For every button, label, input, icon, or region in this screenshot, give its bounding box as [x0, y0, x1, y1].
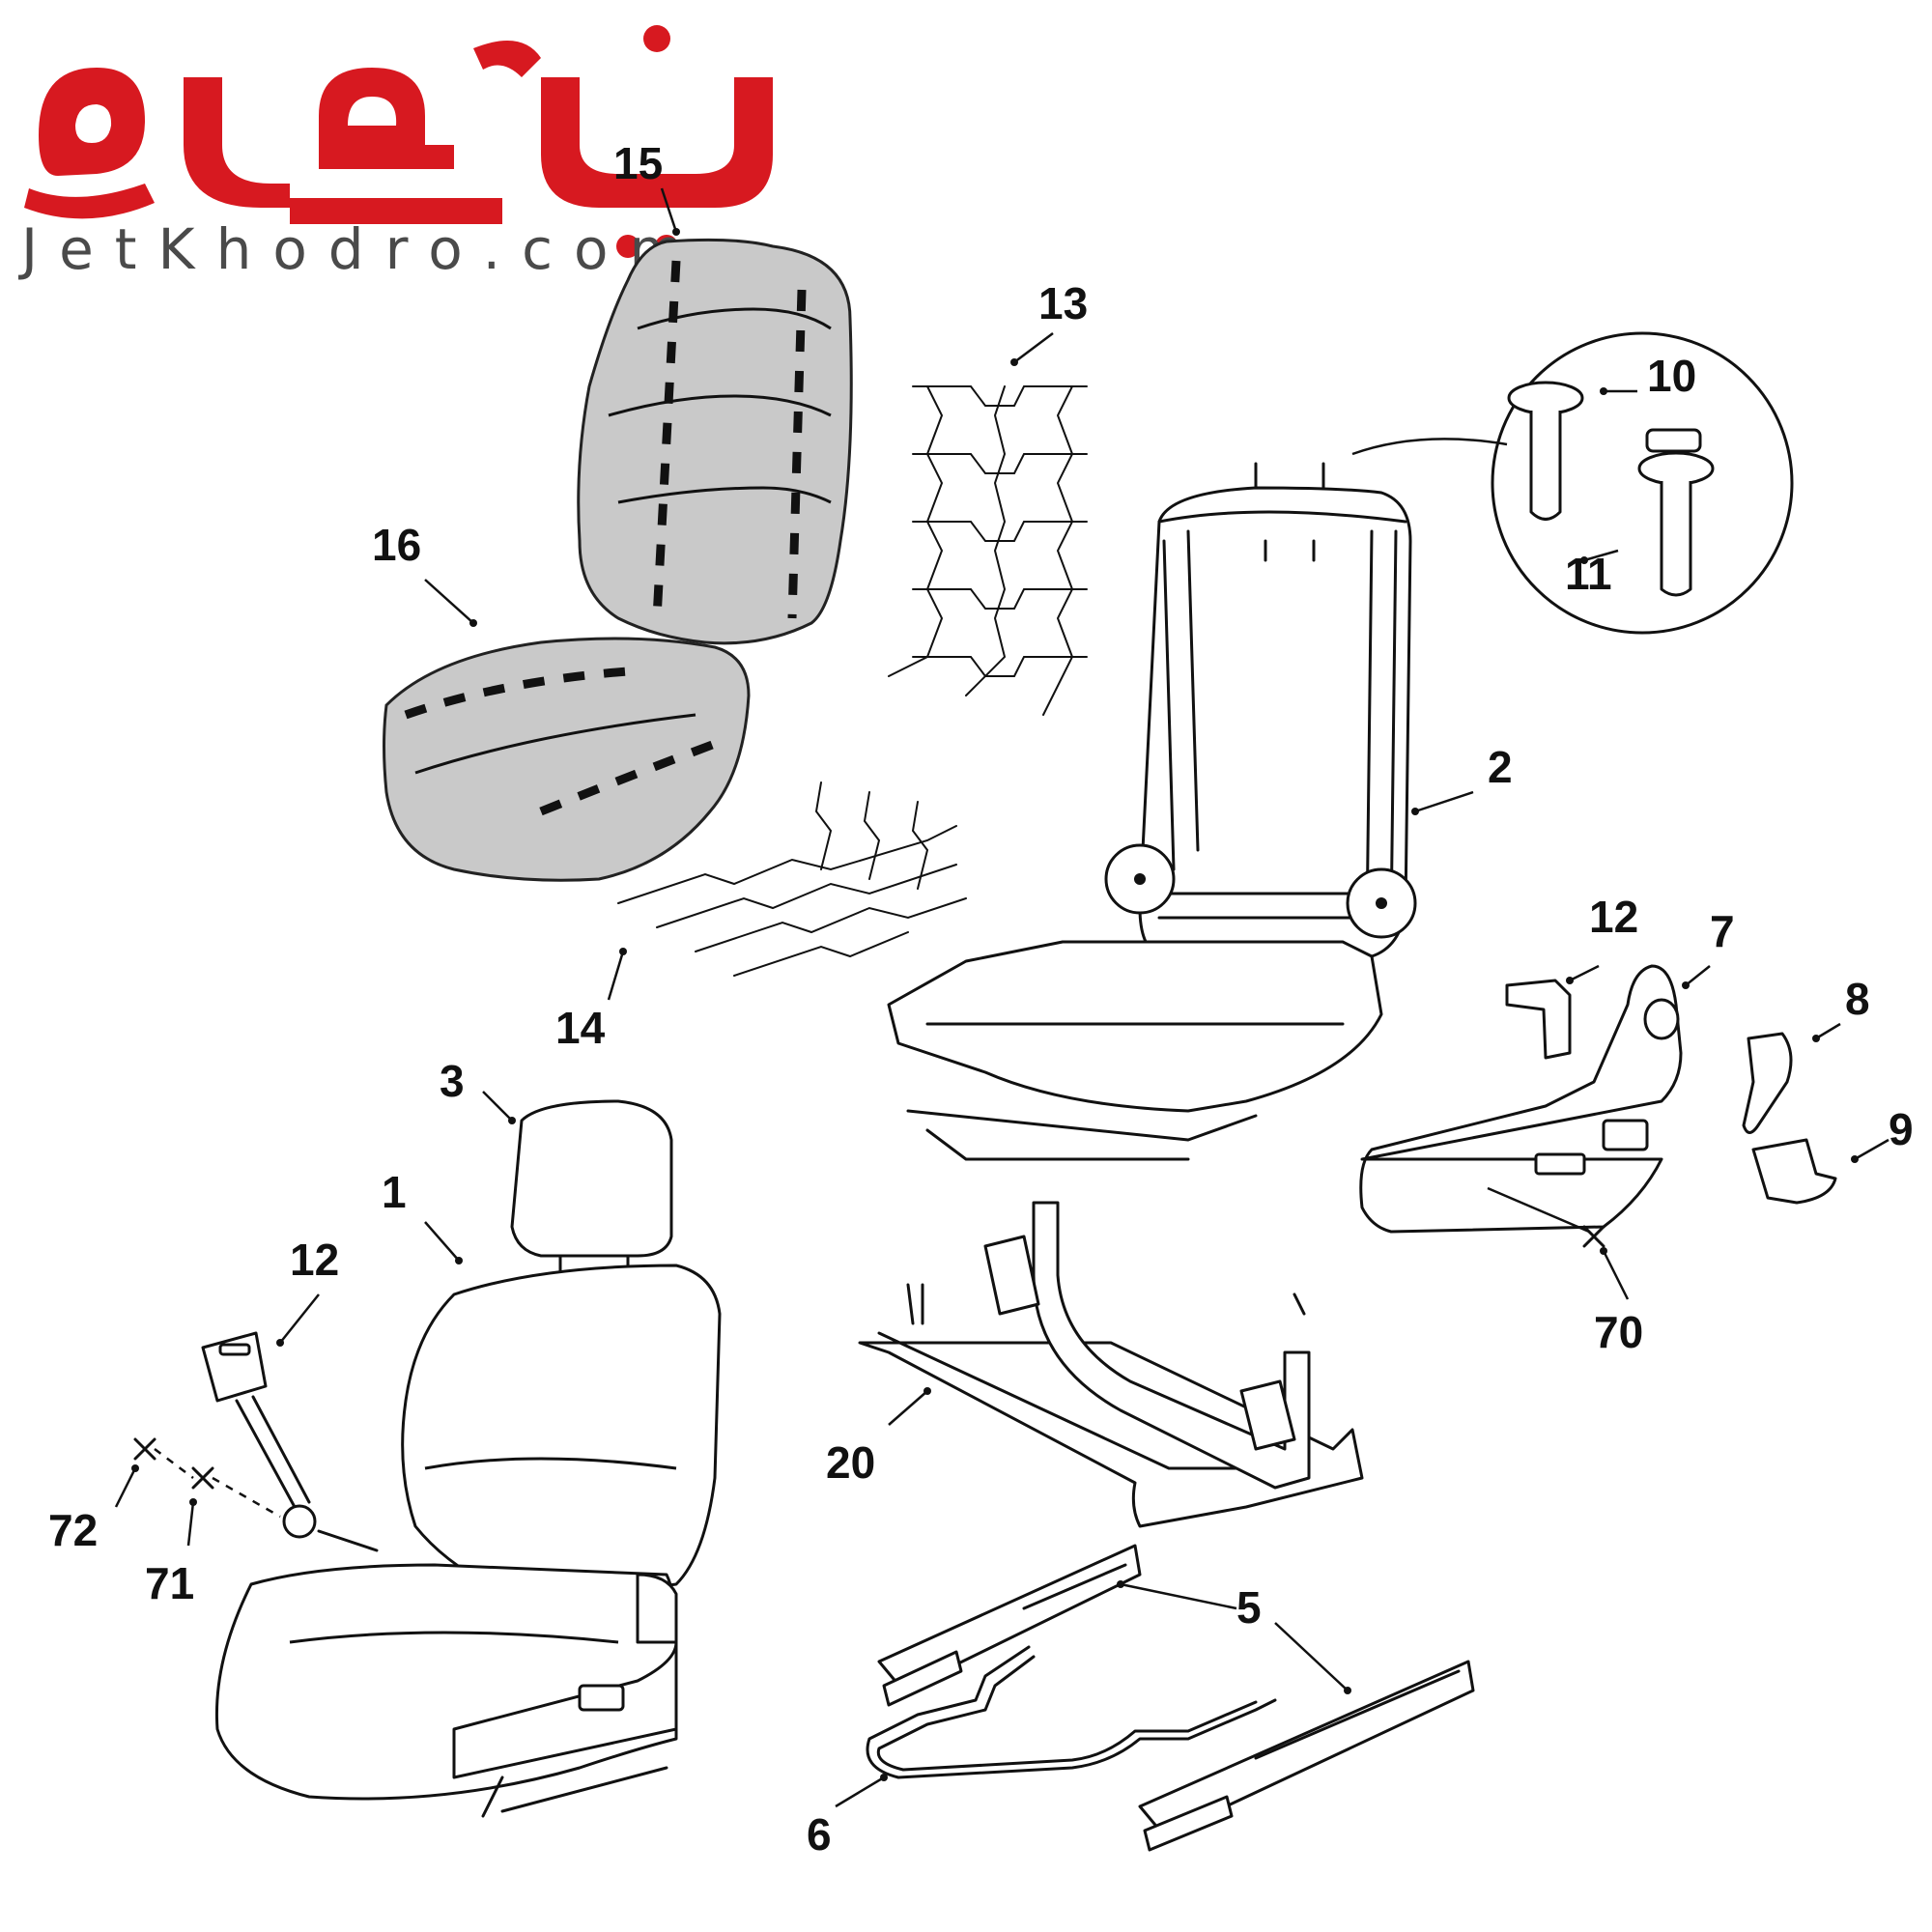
fastener-72-mark — [133, 1437, 156, 1461]
callout-15: 15 — [613, 138, 663, 188]
seat-frame — [887, 462, 1417, 1161]
callout-72: 72 — [48, 1505, 98, 1555]
callout-20: 20 — [826, 1437, 875, 1488]
callout-labels: 15 13 16 14 2 10 11 12 7 8 9 70 3 1 12 7… — [48, 138, 1914, 1860]
callout-11: 11 — [1565, 549, 1612, 599]
callout-3: 3 — [440, 1056, 465, 1106]
backrest-foam — [577, 238, 853, 645]
seat-cushion-foam — [383, 637, 751, 882]
fastener-marks — [133, 1186, 1605, 1519]
backrest-spring-grid — [888, 385, 1088, 716]
callout-2: 2 — [1488, 742, 1513, 792]
seat-rail-right — [1138, 1660, 1475, 1852]
jetkhodro-logo: JetKhodro.com — [18, 25, 773, 282]
leader-lines — [114, 187, 1889, 1808]
headrest — [510, 1099, 673, 1272]
lever-knob — [1751, 1138, 1837, 1205]
callout-8: 8 — [1845, 974, 1870, 1024]
detail-inset — [1351, 331, 1794, 635]
trim-clip — [1505, 979, 1572, 1060]
callout-71: 71 — [145, 1558, 194, 1608]
seat-rail-left — [877, 1544, 1142, 1707]
slide-release-bar — [866, 1645, 1277, 1779]
logo-latin-wordmark: JetKhodro.com — [18, 216, 705, 282]
height-adjuster-base — [858, 1201, 1364, 1528]
fastener-71-mark — [191, 1466, 214, 1490]
seat-spring-grid — [617, 781, 967, 977]
recline-handle — [1742, 1032, 1793, 1134]
callout-10: 10 — [1647, 351, 1696, 401]
callout-12-buckle: 12 — [290, 1235, 339, 1285]
callout-5: 5 — [1236, 1582, 1262, 1633]
callout-7: 7 — [1710, 906, 1735, 956]
seat-assembly — [214, 1264, 722, 1818]
callout-1: 1 — [382, 1167, 407, 1217]
headrest-guide-11 — [1637, 428, 1715, 597]
callout-13: 13 — [1038, 278, 1088, 328]
seat-belt-buckle — [201, 1331, 379, 1552]
headrest-guide-10 — [1507, 381, 1584, 521]
callout-9: 9 — [1889, 1104, 1914, 1154]
callout-70: 70 — [1594, 1307, 1643, 1357]
side-trim-panel — [1359, 964, 1683, 1234]
callout-16: 16 — [372, 520, 421, 570]
callout-14: 14 — [555, 1003, 606, 1053]
callout-6: 6 — [807, 1809, 832, 1860]
callout-12-clip: 12 — [1589, 892, 1638, 942]
